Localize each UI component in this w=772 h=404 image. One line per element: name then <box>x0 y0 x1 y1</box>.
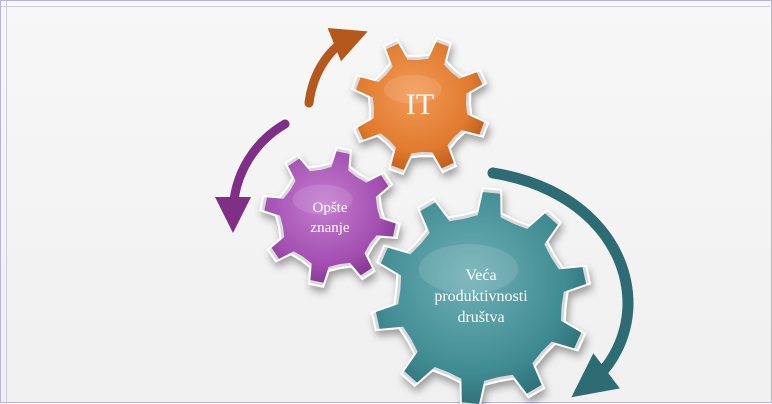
orange-cycle-arrow <box>304 27 368 108</box>
gear-productivity-body <box>375 192 587 404</box>
gear-it-highlight <box>384 74 442 104</box>
general-knowledge-gear <box>259 146 401 288</box>
frame-left-line <box>1 1 7 404</box>
frame-top-line <box>1 1 772 7</box>
productivity-gear <box>370 186 592 404</box>
general-knowledge-label-line-2: znanje <box>310 220 349 236</box>
purple-cycle-arrow <box>215 119 290 233</box>
general-knowledge-label-line-1: Opšte <box>313 200 348 216</box>
productivity-label-line-3: društva <box>457 309 504 326</box>
it-gear-label: IT <box>406 88 434 121</box>
productivity-label-line-1: Veća <box>465 267 496 284</box>
it-gear <box>350 36 490 176</box>
productivity-label-line-2: produktivnosti <box>434 288 528 305</box>
teal-cycle-arrow <box>487 167 634 398</box>
gear-it-body <box>356 42 484 170</box>
gear-productivity-highlight <box>418 244 519 294</box>
gear-knowledge-highlight <box>292 184 353 215</box>
gear-knowledge-body <box>264 151 396 283</box>
